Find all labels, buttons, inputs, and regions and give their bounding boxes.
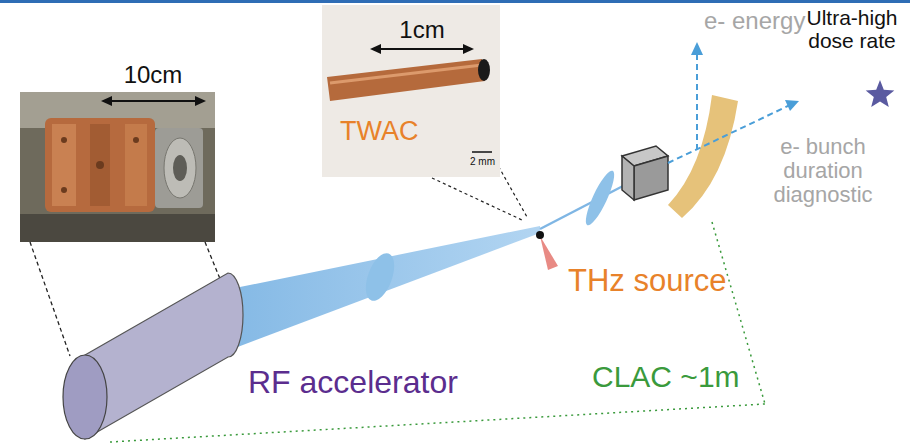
arrow-head bbox=[691, 42, 703, 55]
arrow-head bbox=[785, 100, 799, 111]
twac-photo: 1cmTWAC 2 mm bbox=[322, 5, 500, 177]
header-bar bbox=[0, 0, 910, 3]
dimension-label: 10cm bbox=[124, 62, 183, 88]
beam-arrow bbox=[668, 52, 790, 163]
node-outline bbox=[60, 262, 480, 446]
length-label: CLAC ~1m bbox=[592, 360, 740, 393]
rf-gun-photo bbox=[20, 92, 215, 242]
dipole-magnet bbox=[668, 95, 738, 218]
tube-highlight bbox=[330, 65, 482, 83]
accelerator-cylinder: RF accelerator bbox=[60, 262, 480, 446]
copper-tube bbox=[327, 59, 485, 101]
thz-beam bbox=[540, 236, 558, 270]
target-label: Ultra-high dose rate bbox=[800, 6, 904, 52]
output-label: e- energy bbox=[704, 8, 805, 34]
diagnostic-label: e- bunch duration diagnostic bbox=[742, 135, 904, 208]
electron-beam bbox=[235, 226, 540, 348]
dimension-label: 1cm bbox=[399, 17, 444, 43]
diagnostic-box bbox=[622, 146, 668, 200]
source-label: THz source bbox=[568, 264, 726, 298]
component-label: TWAC bbox=[340, 117, 418, 147]
focusing-lens bbox=[581, 168, 619, 228]
dimension-arrow bbox=[370, 44, 474, 54]
cylinder-body bbox=[85, 273, 243, 439]
target-star bbox=[866, 80, 895, 107]
photo-ground bbox=[322, 5, 500, 177]
focusing-lens bbox=[360, 249, 400, 304]
dimension-arrow bbox=[101, 96, 206, 106]
accelerator-label: RF accelerator bbox=[248, 365, 458, 400]
interaction-point bbox=[536, 231, 544, 239]
cylinder-face bbox=[63, 355, 107, 439]
scale-bar bbox=[472, 151, 492, 153]
tube-bore bbox=[478, 59, 490, 81]
scale-label: 2 mm bbox=[470, 156, 495, 167]
